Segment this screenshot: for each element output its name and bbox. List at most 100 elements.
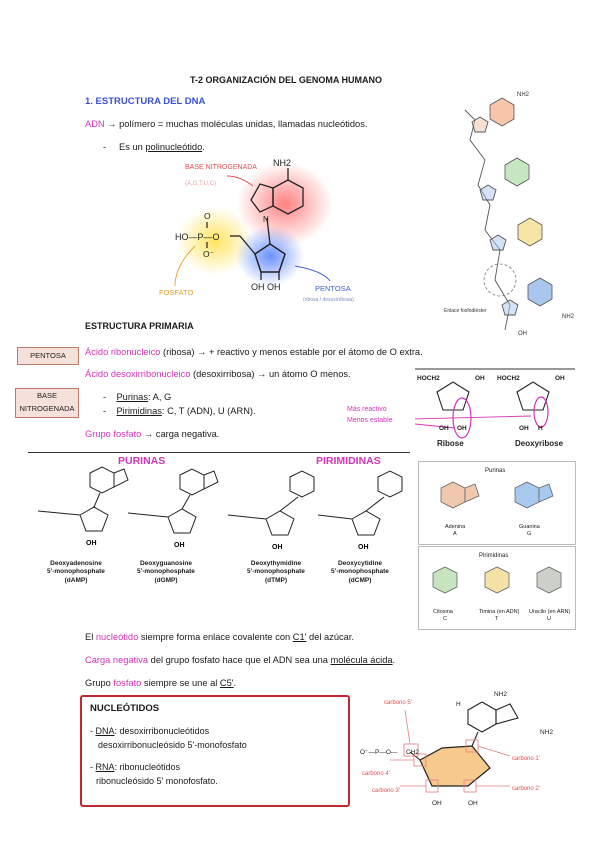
nucleotidos-title: NUCLEÓTIDOS — [90, 703, 160, 714]
strand-nh2-top: NH2 — [517, 92, 530, 98]
ribo-line: Ácido ribonucleico (ribosa) → + reactivo… — [85, 346, 423, 358]
citosina-name: Citosina — [433, 609, 453, 615]
polinucleotido-link: polinucleótido — [145, 142, 203, 152]
carbono-3-label: carbono 3' — [372, 788, 400, 794]
s1-c1: C1' — [292, 632, 307, 642]
dna-rest: : desoxirribonucleótidos — [114, 726, 210, 736]
dna-dash: - — [90, 726, 96, 736]
ribose-label: Ribose — [437, 439, 464, 448]
purinas-label: Purinas — [116, 392, 148, 402]
dna-line: - DNA: desoxirribonucleótidos — [90, 725, 209, 737]
carbon-ch2: CH2 — [406, 749, 419, 756]
s2-d: . — [392, 655, 396, 665]
primary-heading: ESTRUCTURA PRIMARIA — [85, 321, 194, 331]
dcmp-name: Deoxycytidine 5'-monophosphate — [331, 560, 389, 575]
dna-line-2: desoxirribonucleósido 5'-monofosfato — [98, 740, 247, 750]
dnmp-figure: PURINAS PIRIMIDINAS OH OH OH OH Deoxyade… — [28, 452, 410, 595]
dna-label: DNA — [95, 726, 115, 736]
ribose-deoxyribose-diagram: HOCH2 HOCH2 OH OH OH OH OH H Ribose Deox… — [415, 368, 575, 453]
adenina-letter: A — [453, 531, 457, 537]
phosphate-o-bottom: O⁻ — [203, 249, 215, 259]
statement-2: Carga negativa del grupo fosfato hace qu… — [85, 654, 395, 666]
carbon-oh-1: OH — [432, 800, 442, 807]
s1-nucleotido: nucleótido — [95, 632, 139, 642]
purinas-line: - Purinas: A, G — [103, 392, 172, 402]
bullet-suffix: . — [202, 142, 205, 152]
rna-line: - RNA: ribonucleótidos — [90, 761, 180, 773]
purinas-panel-title: Purinas — [485, 468, 506, 474]
fosfato-line: Grupo fosfato → carga negativa. — [85, 428, 219, 440]
purinas-panel: Purinas Adenina A Guanina G — [418, 461, 576, 545]
enlace-label: Enlace fosfodiéster — [444, 308, 487, 314]
pentosa-sub-label: (ribosa / desoxirribosa) — [303, 297, 354, 303]
menos-estable-note: Menos estable — [347, 417, 393, 424]
uracilo-name: Uracilo (en ARN) — [529, 609, 571, 615]
phosphate-o-top: O — [204, 211, 211, 221]
ribo-rest: (ribosa) → + reactivo y menos estable po… — [160, 347, 423, 357]
pentosa-label: PENTOSA — [315, 284, 351, 293]
carbono-4-label: carbono 4' — [362, 771, 390, 777]
section-heading: 1. ESTRUCTURA DEL DNA — [85, 96, 206, 107]
polinucleotido-bullet: - Es un polinucleótido. — [103, 141, 205, 153]
desoxi-rest: (desoxirribosa) → un átomo O menos. — [190, 369, 351, 379]
dtmp-name: Deoxythymidine 5'-monophosphate — [247, 560, 305, 575]
statement-1: El nucleótido siempre forma enlace coval… — [85, 631, 354, 643]
dtmp-oh: OH — [272, 544, 283, 551]
s2-b: del grupo fosfato hace que el ADN sea un… — [148, 655, 331, 665]
s1-c: siempre forma enlace covalente con — [138, 632, 293, 642]
adenina-name: Adenina — [445, 524, 466, 530]
desoxi-word: Ácido desoxirribonucleico — [85, 369, 191, 379]
fosfato-word: Grupo fosfato — [85, 429, 142, 439]
dna-strand-diagram: NH2 NH2 OH Enlace fosfodiéster — [444, 92, 575, 337]
nh2-label: NH2 — [273, 158, 291, 168]
timina-name: Timina (en ADN) — [479, 609, 520, 615]
pirimidinas-line: - Pirimidinas: C, T (ADN), U (ARN). — [103, 406, 256, 416]
bullet-dash: - — [103, 142, 107, 152]
rna-line-2: ribonucleósido 5' monofosfato. — [96, 776, 218, 786]
deoxy-h-2: H — [538, 425, 543, 432]
s3-a: Grupo — [85, 678, 114, 688]
base-label: BASE NITROGENADA — [185, 164, 257, 171]
mas-reactivo-note: Más reactivo — [347, 406, 387, 413]
statement-3: Grupo fosfato siempre se une al C5'. — [85, 677, 236, 689]
pirimidinas-panel: Pirimidinas Citosina C Timina (en ADN) T… — [418, 546, 576, 630]
deoxy-oh-1: OH — [555, 375, 565, 382]
page-title: T-2 ORGANIZACIÓN DEL GENOMA HUMANO — [190, 75, 383, 85]
ribose-hoch2: HOCH2 — [417, 375, 440, 382]
base-sub-label: (A,G,T,U,C) — [185, 181, 216, 187]
phosphate-formula: HO—P—O — [175, 232, 220, 242]
strand-oh: OH — [518, 331, 527, 337]
carbon-numbering-diagram: carbono 5' carbono 4' carbono 3' carbono… — [360, 691, 553, 807]
s3-c5: C5' — [219, 678, 234, 688]
s1-a: El — [85, 632, 96, 642]
ribo-word: Ácido ribonucleico — [85, 347, 161, 357]
carbono-2-label: carbono 2' — [512, 786, 540, 792]
dcmp-abbr: (dCMP) — [348, 577, 372, 584]
purinas-rest: : A, G — [147, 392, 172, 402]
oh-oh-label: OH OH — [251, 282, 281, 292]
deoxy-oh-3: OH — [519, 425, 529, 432]
s3-fosfato: fosfato — [113, 678, 142, 688]
ribose-oh-3: OH — [439, 425, 449, 432]
deoxyribose-label: Deoxyribose — [515, 439, 564, 448]
dgmp-abbr: (dGMP) — [154, 577, 178, 584]
pirimidinas-rest: : C, T (ADN), U (ARN). — [161, 406, 256, 416]
deoxy-hoch2: HOCH2 — [497, 375, 520, 382]
rna-dash: - — [90, 762, 96, 772]
adn-word: ADN — [85, 119, 105, 129]
pentosa-box: PENTOSA — [17, 347, 79, 365]
purinas-heading: PURINAS — [118, 455, 166, 467]
fosfato-rest: → carga negativa. — [141, 429, 220, 439]
carbon-nh2-right: NH2 — [540, 729, 553, 736]
dnmp-structures: OH OH OH OH — [37, 466, 403, 551]
desoxi-line: Ácido desoxirribonucleico (desoxirribosa… — [85, 368, 351, 380]
adn-line: ADN → polímero = muchas moléculas unidas… — [85, 118, 367, 130]
rna-rest: : ribonucleótidos — [114, 762, 181, 772]
damp-abbr: (dAMP) — [64, 577, 88, 584]
damp-name: Deoxyadenosine 5'-monophosphate — [47, 560, 105, 575]
dtmp-abbr: (dTMP) — [264, 577, 288, 584]
nucleotide-diagram: NH2 HO—P—O O O⁻ N OH OH BASE NITROGENADA… — [159, 158, 354, 303]
timina-letter: T — [495, 616, 499, 622]
uracilo-letter: U — [547, 616, 551, 622]
strand-nh2-bottom: NH2 — [562, 314, 575, 320]
